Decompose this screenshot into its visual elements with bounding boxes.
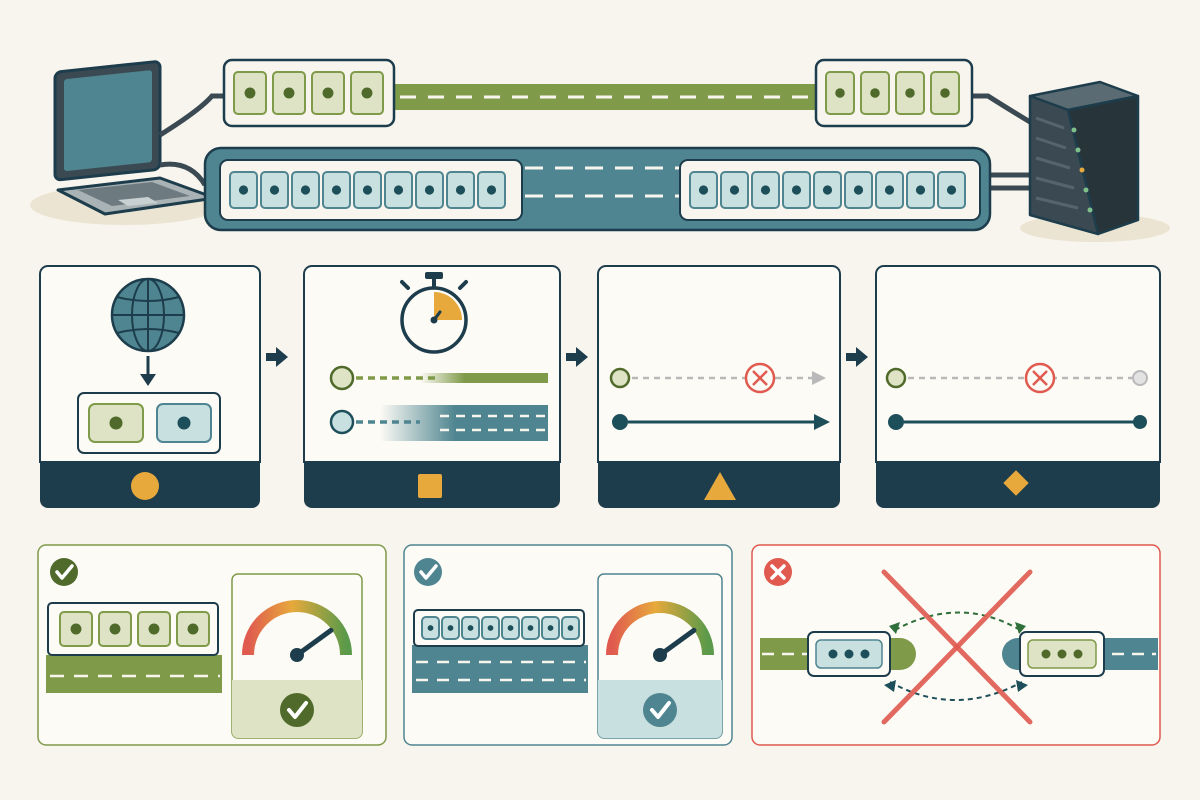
step-fallback bbox=[875, 265, 1161, 508]
slot-dot bbox=[946, 185, 957, 195]
slot-dot bbox=[300, 185, 311, 195]
slot-dot bbox=[507, 625, 514, 631]
narrow-slots-server bbox=[825, 71, 960, 115]
wide-slots bbox=[421, 616, 580, 640]
slot-dot bbox=[331, 185, 342, 195]
slot-dot bbox=[729, 185, 740, 195]
slot-dot bbox=[486, 185, 497, 195]
step-failure bbox=[597, 265, 841, 508]
arrow-down-icon bbox=[140, 356, 156, 386]
x-icon bbox=[764, 558, 792, 586]
slot-dot bbox=[853, 185, 864, 195]
marker-circle bbox=[131, 472, 159, 500]
slot-dot bbox=[455, 185, 466, 195]
step-arrow-icon bbox=[846, 347, 868, 367]
gauge-icon bbox=[242, 600, 352, 662]
narrow-connection bbox=[222, 58, 974, 128]
laptop-icon bbox=[30, 60, 220, 225]
slot-dot bbox=[362, 185, 373, 195]
slot-dot bbox=[527, 625, 534, 631]
step-resolve bbox=[39, 265, 261, 508]
slot-dot bbox=[393, 185, 404, 195]
big-cross-icon bbox=[881, 569, 1033, 725]
check-icon bbox=[643, 693, 677, 727]
slot-dot bbox=[244, 87, 256, 99]
outcome-narrow-ok bbox=[37, 544, 387, 746]
slot-dot bbox=[447, 625, 454, 631]
step-arrow-icon bbox=[566, 347, 588, 367]
slot-dot bbox=[148, 623, 160, 635]
slot-dot bbox=[70, 623, 82, 635]
step-arrow-icon bbox=[266, 347, 288, 367]
outcome-wide-ok bbox=[403, 544, 733, 746]
slot-dot bbox=[187, 623, 199, 635]
slot-dot bbox=[822, 185, 833, 195]
outcome-mismatch bbox=[751, 544, 1161, 746]
wide-slots-client bbox=[229, 171, 506, 209]
marker-triangle bbox=[704, 472, 736, 500]
stopwatch-icon bbox=[400, 272, 468, 354]
slot-dot bbox=[905, 88, 915, 98]
error-x-icon bbox=[744, 362, 776, 394]
check-icon bbox=[280, 693, 314, 727]
slot-dot bbox=[940, 88, 950, 98]
top-scene bbox=[30, 58, 1170, 242]
slot-dot bbox=[567, 625, 574, 631]
slot-dot bbox=[424, 185, 435, 195]
gauge-icon bbox=[606, 601, 714, 662]
slot-dot bbox=[467, 625, 474, 631]
check-icon bbox=[414, 558, 442, 586]
slot-dot bbox=[361, 87, 373, 99]
slot-dot bbox=[547, 625, 554, 631]
globe-icon bbox=[110, 277, 186, 353]
step-race bbox=[303, 265, 561, 508]
slot-dot bbox=[698, 185, 709, 195]
wide-slots-server bbox=[689, 171, 966, 209]
narrow-slots-client bbox=[233, 71, 384, 115]
slot-dot bbox=[760, 185, 771, 195]
slot-dot bbox=[427, 625, 434, 631]
wide-connection bbox=[203, 146, 992, 232]
check-icon bbox=[50, 558, 78, 586]
slot-dot bbox=[915, 185, 926, 195]
slot-dot bbox=[870, 88, 880, 98]
error-x-icon bbox=[1024, 362, 1056, 394]
slot-dot bbox=[238, 185, 249, 195]
slot-dot bbox=[487, 625, 494, 631]
server-icon bbox=[1020, 80, 1170, 242]
slot-dot bbox=[269, 185, 280, 195]
marker-square bbox=[418, 474, 442, 498]
slot-dot bbox=[283, 87, 295, 99]
marker-diamond bbox=[1003, 470, 1029, 496]
slot-dot bbox=[791, 185, 802, 195]
slot-dot bbox=[835, 88, 845, 98]
slot-dot bbox=[322, 87, 334, 99]
slot-dot bbox=[109, 623, 121, 635]
narrow-slots bbox=[59, 611, 210, 647]
slot-dot bbox=[884, 185, 895, 195]
